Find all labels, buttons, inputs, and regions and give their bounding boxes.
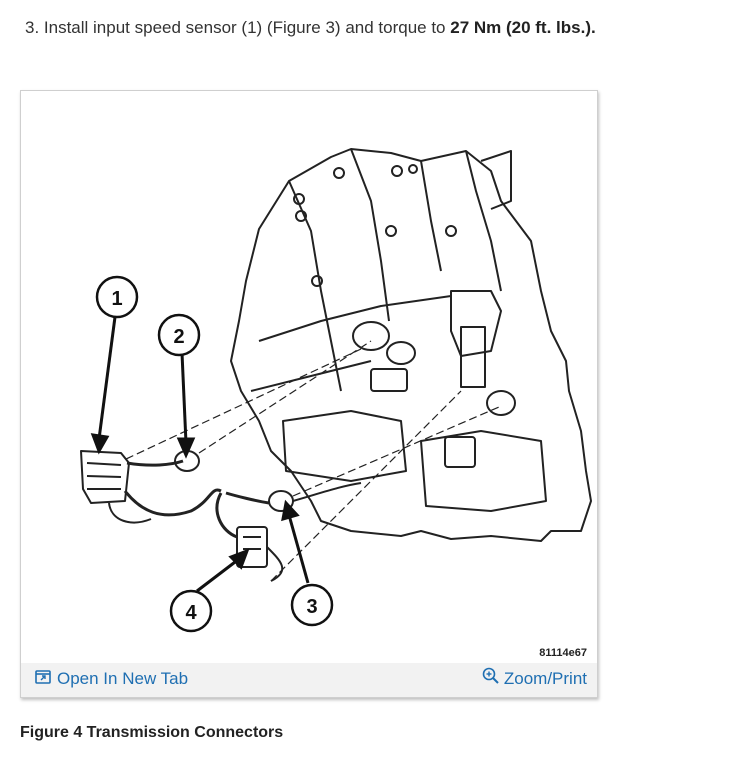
open-in-new-tab-label: Open In New Tab (57, 669, 189, 688)
torque-spec: 27 Nm (20 ft. lbs.). (450, 18, 596, 37)
zoom-icon (482, 667, 500, 690)
callout-1-label: 1 (111, 288, 122, 310)
step-instruction: 3. Install input speed sensor (1) (Figur… (25, 16, 735, 40)
callout-2: 2 (157, 313, 201, 357)
figure-caption: Figure 4 Transmission Connectors (20, 724, 284, 741)
callout-3-label: 3 (306, 596, 317, 618)
figure-action-bar: Open In New Tab Zoom/Print (21, 663, 597, 697)
figure-container: 1 2 3 4 81114e67 Open In New Tab (20, 90, 598, 698)
callout-4-label: 4 (185, 602, 197, 624)
callout-1: 1 (95, 275, 139, 319)
callout-2-label: 2 (173, 326, 184, 348)
callout-3: 3 (290, 583, 334, 627)
open-new-tab-icon (35, 669, 51, 689)
zoom-print-link[interactable]: Zoom/Print (482, 667, 587, 690)
transmission-illustration[interactable]: 1 2 3 4 (21, 91, 597, 661)
step-text: 3. Install input speed sensor (1) (Figur… (25, 18, 451, 37)
zoom-print-label: Zoom/Print (503, 668, 587, 688)
callout-4: 4 (169, 589, 213, 633)
figure-code: 81114e67 (539, 647, 587, 659)
open-in-new-tab-link[interactable]: Open In New Tab (35, 669, 188, 689)
